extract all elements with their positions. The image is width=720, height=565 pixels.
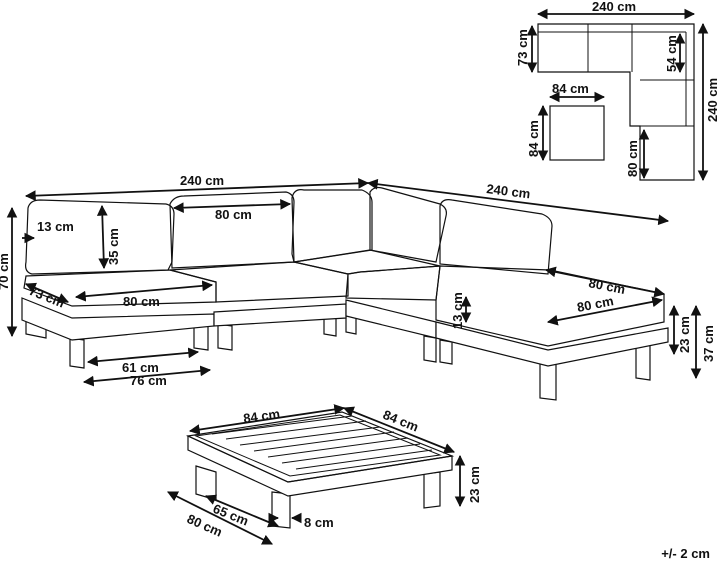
- cushion-thickness: 13 cm: [450, 292, 465, 329]
- ottoman-height: 37 cm: [701, 325, 716, 362]
- sofa-view: 240 cm 240 cm 13 cm 35 cm 80 cm 70 cm 73…: [0, 173, 716, 401]
- plan-ottoman-depth: 80 cm: [625, 140, 640, 177]
- back-cushion-width: 80 cm: [215, 207, 252, 222]
- table-height: 23 cm: [467, 466, 482, 503]
- table-leg-width: 8 cm: [304, 515, 334, 530]
- table-width: 84 cm: [242, 406, 281, 426]
- armrest-width: 13 cm: [37, 219, 74, 234]
- total-height: 70 cm: [0, 253, 11, 290]
- sofa-left-length: 240 cm: [180, 173, 224, 188]
- ottoman-depth: 80 cm: [576, 293, 615, 315]
- ottoman-width: 80 cm: [587, 275, 626, 297]
- module-depth: 84 cm: [526, 120, 541, 157]
- plan-side-length: 240 cm: [705, 78, 720, 122]
- tolerance-note: +/- 2 cm: [661, 546, 710, 561]
- leg-span-outer: 76 cm: [130, 373, 167, 388]
- plan-top-depth: 73 cm: [515, 29, 530, 66]
- backrest-height: 35 cm: [106, 228, 121, 265]
- seat-width: 80 cm: [123, 294, 160, 309]
- plan-top-width: 240 cm: [592, 0, 636, 14]
- module-view: 84 cm 84 cm: [526, 81, 606, 162]
- table-view: 84 cm 84 cm 23 cm 65 cm 80 cm 8 cm: [167, 404, 482, 545]
- plan-side-depth: 54 cm: [664, 35, 679, 72]
- sofa-right-length: 240 cm: [486, 181, 532, 201]
- plan-view: 240 cm 73 cm 54 cm 240 cm 80 cm: [515, 0, 720, 182]
- seat-height: 23 cm: [677, 316, 692, 353]
- module-width: 84 cm: [552, 81, 589, 96]
